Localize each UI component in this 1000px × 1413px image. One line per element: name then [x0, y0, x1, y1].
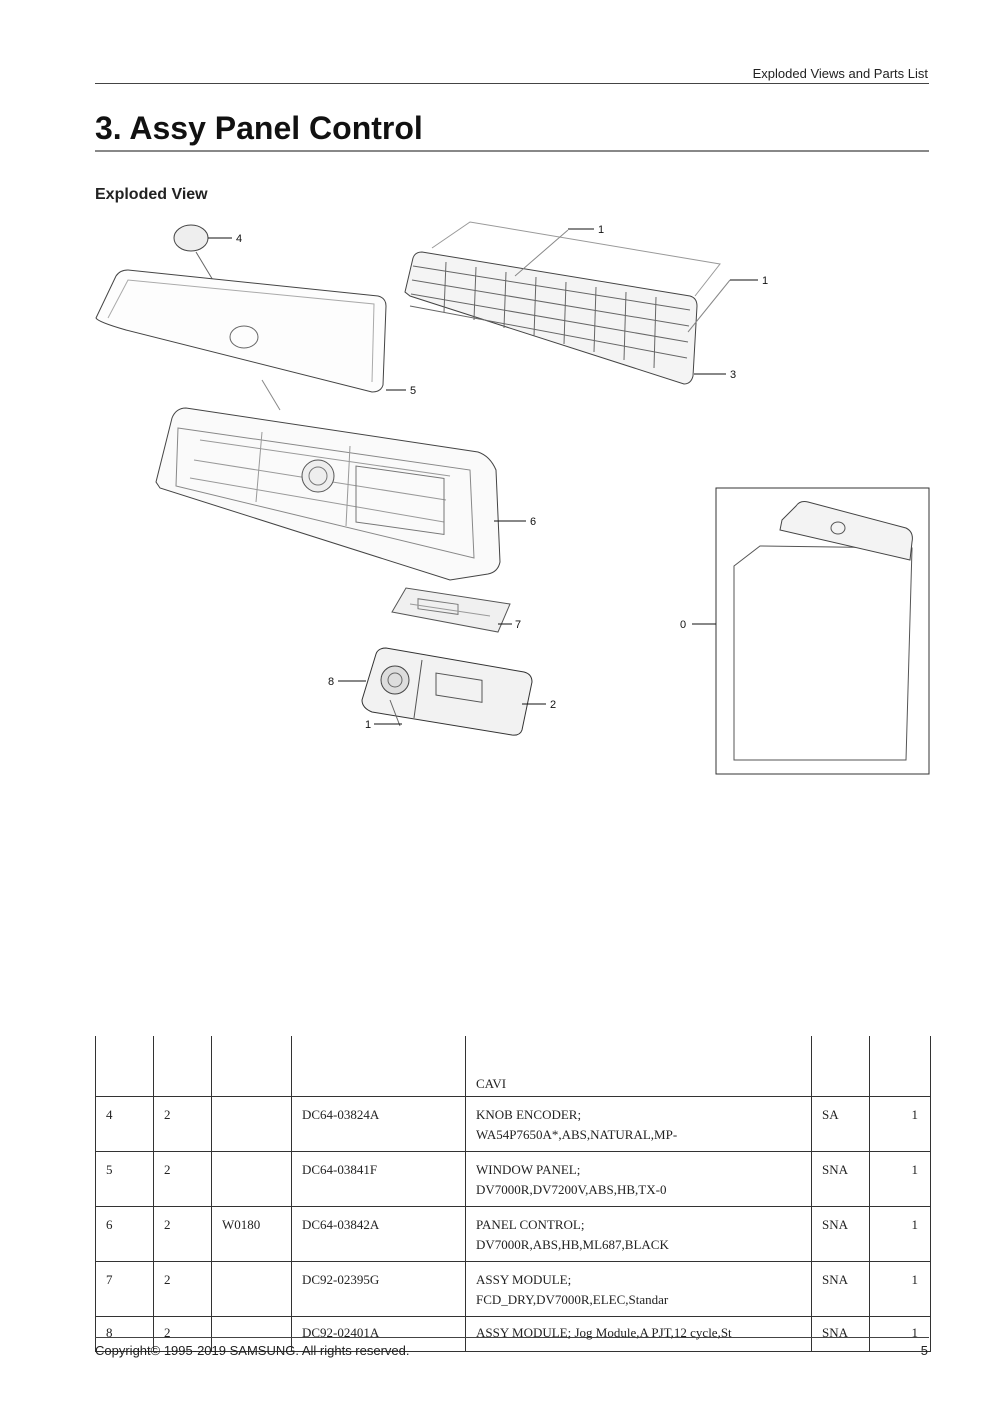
status-cell: SA: [811, 1096, 870, 1152]
table-row: 5 2 DC64-03841F WINDOW PANEL; DV7000R,DV7…: [95, 1151, 931, 1207]
location-cell: [211, 1096, 292, 1152]
code-cell: DC92-02401A: [291, 1316, 466, 1352]
code-cell: DC64-03841F: [291, 1151, 466, 1207]
level-cell: 2: [153, 1206, 212, 1262]
callout-5: 5: [410, 385, 416, 397]
qty-cell: 1: [869, 1206, 931, 1262]
table-row: 4 2 DC64-03824A KNOB ENCODER; WA54P7650A*…: [95, 1096, 931, 1152]
status-cell: SNA: [811, 1151, 870, 1207]
callout-8: 8: [328, 676, 334, 688]
status-cell: SNA: [811, 1316, 870, 1352]
location-cell: [211, 1151, 292, 1207]
level-cell: 2: [153, 1096, 212, 1152]
table-row: 8 2 DC92-02401A ASSY MODULE; Jog Module,…: [95, 1316, 931, 1352]
callout-0: 0: [680, 619, 686, 631]
qty-cell: 1: [869, 1096, 931, 1152]
callout-1-bottom: 1: [365, 719, 371, 731]
panel-control-part: [155, 379, 501, 581]
level-cell: 2: [153, 1151, 212, 1207]
code-cell: DC64-03842A: [291, 1206, 466, 1262]
description-line-1: WINDOW PANEL;: [476, 1162, 581, 1177]
section-subtitle: Exploded View: [95, 186, 208, 203]
callout-7: 7: [515, 619, 521, 631]
status-cell: SNA: [811, 1261, 870, 1317]
table-row: 6 2 W0180 DC64-03842A PANEL CONTROL; DV70…: [95, 1206, 931, 1262]
page-title: 3. Assy Panel Control: [95, 110, 423, 146]
title-rule: [95, 150, 929, 152]
description-cell: KNOB ENCODER; WA54P7650A*,ABS,NATURAL,MP-: [465, 1096, 812, 1152]
description-cell: CAVI: [465, 1036, 812, 1097]
description-cell: ASSY MODULE; FCD_DRY,DV7000R,ELEC,Standar: [465, 1261, 812, 1317]
description-line-1: PANEL CONTROL;: [476, 1217, 585, 1232]
qty-cell: 1: [869, 1316, 931, 1352]
exploded-view-diagram: 4 5 1 1 3 6 7 0 8 2 1: [95, 221, 930, 775]
no-cell: 8: [95, 1316, 154, 1352]
status-cell: SNA: [811, 1206, 870, 1262]
description-line-2: FCD_DRY,DV7000R,ELEC,Standar: [476, 1292, 669, 1307]
code-cell: DC92-02395G: [291, 1261, 466, 1317]
dryer-overview-inset: [715, 487, 930, 775]
description-line-1: KNOB ENCODER;: [476, 1107, 582, 1122]
description-cell: PANEL CONTROL; DV7000R,ABS,HB,ML687,BLACK: [465, 1206, 812, 1262]
location-cell: [211, 1261, 292, 1317]
jog-module-part: [361, 647, 533, 736]
callout-3: 3: [730, 369, 736, 381]
no-cell: 6: [95, 1206, 154, 1262]
section-header: Exploded Views and Parts List: [752, 66, 928, 81]
description-line-1: ASSY MODULE; Jog Module,A PJT,12 cycle,S…: [476, 1325, 732, 1340]
callout-2: 2: [550, 699, 556, 711]
description-cell: WINDOW PANEL; DV7000R,DV7200V,ABS,HB,TX-0: [465, 1151, 812, 1207]
window-panel-part: [95, 269, 387, 393]
level-cell: 2: [153, 1261, 212, 1317]
description-cell: ASSY MODULE; Jog Module,A PJT,12 cycle,S…: [465, 1316, 812, 1352]
description-line-2: DV7000R,DV7200V,ABS,HB,TX-0: [476, 1182, 667, 1197]
callout-4: 4: [236, 233, 242, 245]
description-line-2: DV7000R,ABS,HB,ML687,BLACK: [476, 1237, 669, 1252]
table-row: 7 2 DC92-02395G ASSY MODULE; FCD_DRY,DV70…: [95, 1261, 931, 1317]
code-cell: DC64-03824A: [291, 1096, 466, 1152]
qty-cell: 1: [869, 1151, 931, 1207]
callout-6: 6: [530, 516, 536, 528]
qty-cell: 1: [869, 1261, 931, 1317]
location-cell: W0180: [211, 1206, 292, 1262]
page-number: 5: [920, 1343, 928, 1358]
no-cell: 4: [95, 1096, 154, 1152]
table-row-continued: CAVI: [95, 1036, 931, 1097]
assy-module-pcb-part: [391, 587, 511, 633]
callout-1-top: 1: [598, 224, 604, 236]
copyright-text: Copyright© 1995-2019 SAMSUNG. All rights…: [95, 1343, 410, 1358]
footer-rule: [95, 1337, 929, 1338]
callout-1-right: 1: [762, 275, 768, 287]
header-rule: [95, 83, 929, 84]
no-cell: 5: [95, 1151, 154, 1207]
description-line-2: WA54P7650A*,ABS,NATURAL,MP-: [476, 1127, 678, 1142]
parts-list-table: CAVI 4 2 DC64-03824A KNOB ENCODER; WA54P7…: [95, 1036, 931, 1352]
no-cell: 7: [95, 1261, 154, 1317]
description-line-1: ASSY MODULE;: [476, 1272, 572, 1287]
grille-frame-part: [404, 221, 731, 385]
